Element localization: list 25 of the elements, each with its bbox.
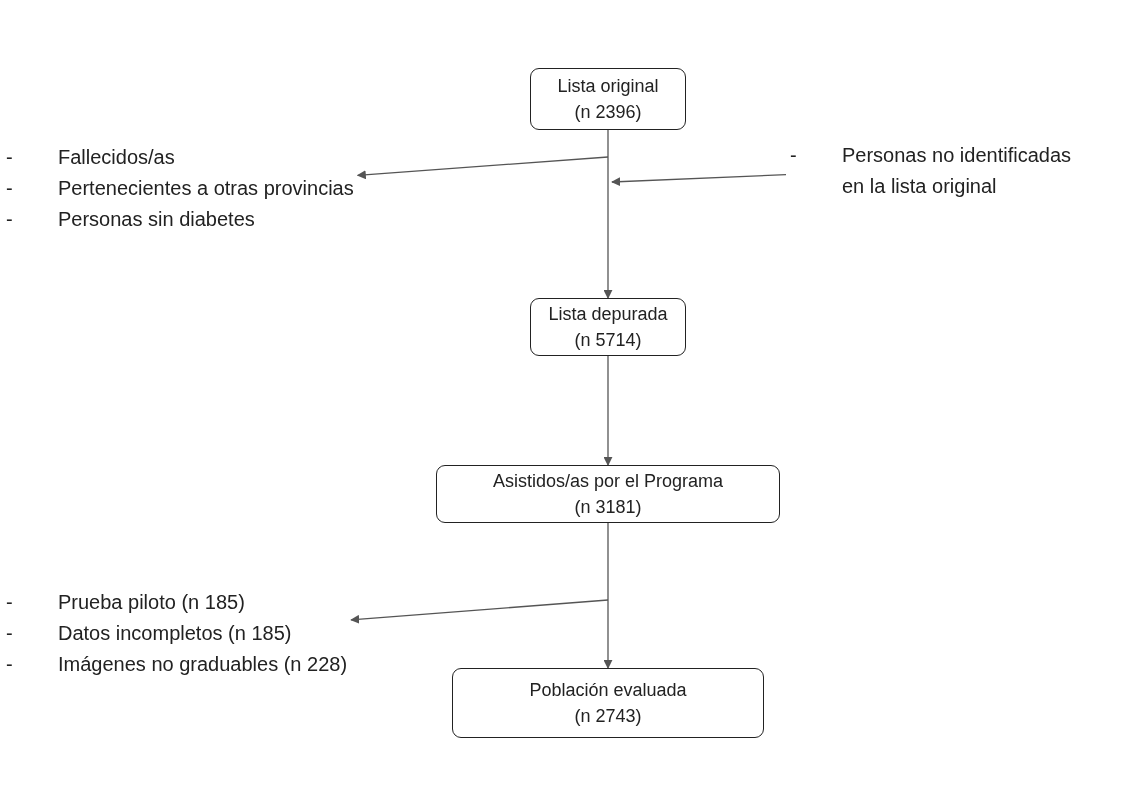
process-box (452, 668, 764, 738)
box-text: (n 3181) (574, 496, 642, 519)
box-text: (n 2396) (574, 101, 642, 124)
list-item: - Prueba piloto (n 185) (6, 590, 246, 615)
box-text: Lista original (557, 74, 659, 98)
box-text: (n 5714) (574, 329, 642, 352)
list-item: - Imágenes no graduables (n 228) (6, 652, 349, 677)
arrow (350, 599, 609, 624)
box-text: Asistidos/as por el Programa (492, 469, 724, 493)
list-item: - Personas no identificadas en la lista original (790, 143, 1073, 199)
arrow (603, 522, 613, 669)
arrow (611, 174, 787, 187)
arrow (603, 355, 613, 466)
box-text: (n 2743) (574, 705, 642, 728)
arrow (356, 156, 609, 180)
list-item: - Fallecidos/as (6, 145, 176, 170)
process-box (530, 68, 686, 130)
box-text: Lista depurada (548, 302, 668, 326)
process-box (530, 298, 686, 356)
list-item: - Datos incompletos (n 185) (6, 621, 293, 646)
list-item: - Pertenecientes a otras provincias (6, 176, 355, 201)
list-item: - Personas sin diabetes (6, 207, 256, 232)
box-text: Población evaluada (529, 678, 687, 702)
process-box (436, 465, 780, 523)
arrow (603, 129, 613, 299)
